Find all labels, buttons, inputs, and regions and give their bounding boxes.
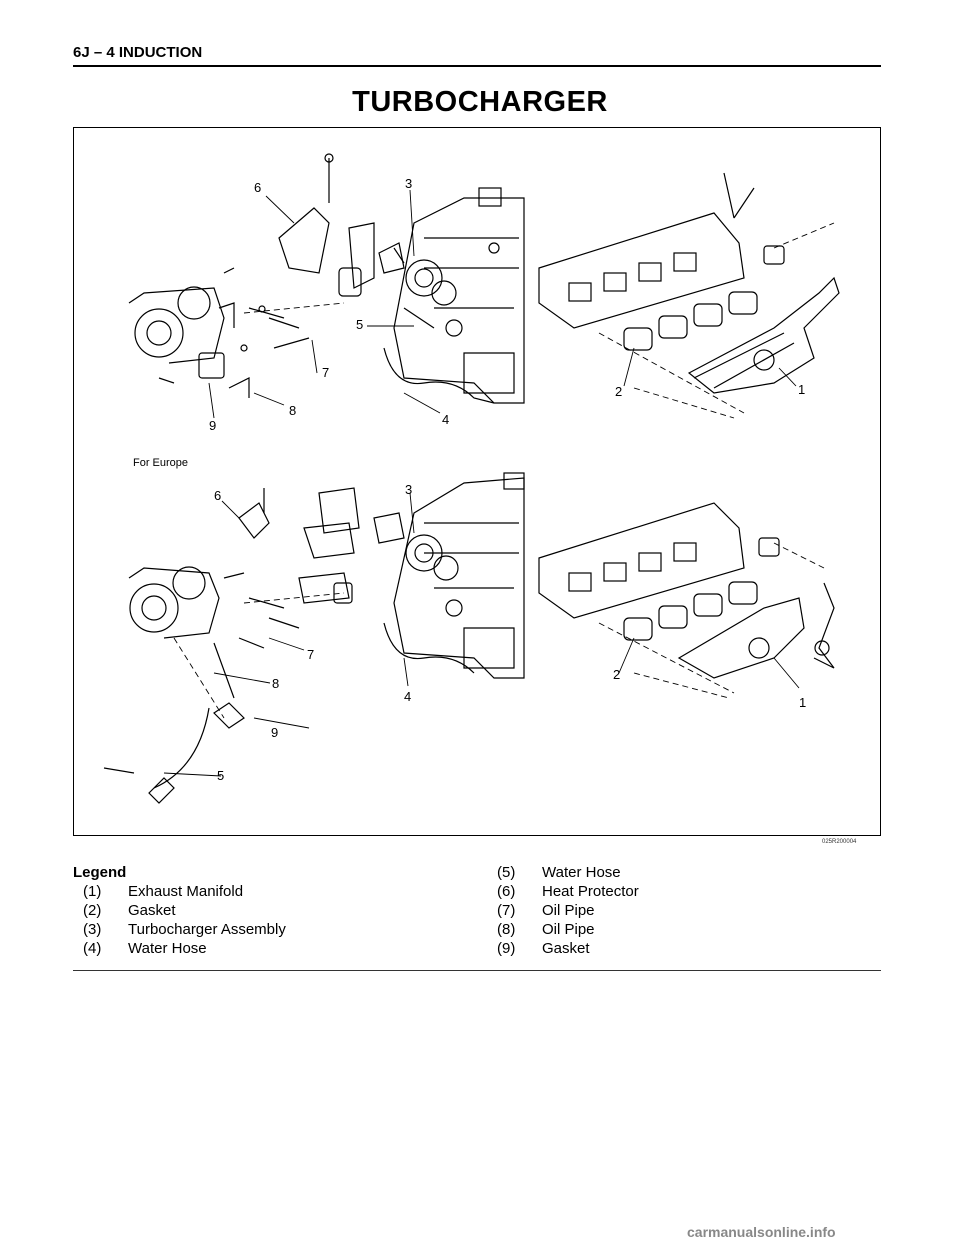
water-hose-top	[383, 347, 495, 404]
callout-7-bottom: 7	[307, 647, 315, 662]
callout-5-bottom: 5	[217, 768, 225, 783]
callout-8-bottom: 8	[272, 676, 280, 691]
legend-item: (5) Water Hose	[497, 863, 639, 882]
legend-label: Oil Pipe	[542, 902, 595, 919]
watermark: carmanualsonline.info	[687, 1224, 836, 1240]
callout-leaders-bottom	[163, 492, 800, 777]
turbocharger-bottom	[405, 534, 459, 581]
legend-title: Legend	[73, 864, 127, 881]
callout-3-top: 3	[405, 176, 413, 191]
exhaust-manifold-bottom	[677, 582, 835, 679]
legend-number: (4)	[83, 940, 102, 957]
turbo-assembly-left-top	[128, 267, 235, 379]
gasket-set-top	[623, 245, 785, 351]
legend-number: (8)	[497, 921, 516, 938]
legend-right-column: (5) Water Hose (6) Heat Protector (7) Oi…	[497, 863, 639, 958]
page-header: 6J – 4 INDUCTION	[73, 44, 203, 61]
fittings-top	[158, 305, 310, 398]
legend-number: (6)	[497, 883, 516, 900]
callout-6-top: 6	[254, 180, 262, 195]
gasket-set-bottom	[623, 537, 780, 641]
heat-protector-bottom	[238, 488, 270, 539]
legend-number: (5)	[497, 864, 516, 881]
legend-label: Water Hose	[542, 864, 621, 881]
legend-item: (8) Oil Pipe	[497, 920, 639, 939]
legend-label: Heat Protector	[542, 883, 639, 900]
callout-7-top: 7	[322, 365, 330, 380]
engine-block-top	[393, 187, 525, 404]
callout-2-bottom: 2	[613, 667, 621, 682]
legend-item: (9) Gasket	[497, 939, 639, 958]
callout-leaders-top	[208, 189, 797, 419]
legend-number: (3)	[83, 921, 102, 938]
cylinder-head-top	[538, 172, 755, 329]
callout-4-bottom: 4	[404, 689, 412, 704]
turbo-parts-top	[338, 222, 405, 297]
legend-item: (4) Water Hose	[73, 939, 286, 958]
callout-1-bottom: 1	[799, 695, 807, 710]
callout-5-top: 5	[356, 317, 364, 332]
callout-4-top: 4	[442, 412, 450, 427]
legend-label: Oil Pipe	[542, 921, 595, 938]
exploded-view-figure: 6 3 5 7 8 9 4 2 1 For Europe 6 3 7 8 9 5…	[73, 127, 881, 836]
footer-rule	[73, 970, 881, 971]
turbo-assembly-left-bottom	[128, 566, 245, 639]
exhaust-manifold-top	[687, 276, 840, 394]
callout-9-top: 9	[209, 418, 217, 433]
guide-lines-bottom	[173, 542, 825, 719]
guide-lines-top	[243, 222, 835, 419]
heat-protector-top	[278, 153, 334, 274]
callout-6-bottom: 6	[214, 488, 222, 503]
cylinder-head-bottom	[538, 502, 745, 619]
callout-1-top: 1	[798, 382, 806, 397]
engine-block-bottom	[393, 472, 525, 679]
legend-number: (2)	[83, 902, 102, 919]
callout-9-bottom: 9	[271, 725, 279, 740]
legend-label: Gasket	[128, 902, 176, 919]
turbocharger-top	[393, 247, 457, 329]
fittings-bottom	[103, 597, 300, 804]
legend-item: (1) Exhaust Manifold	[73, 882, 286, 901]
water-hose-bottom	[383, 622, 475, 674]
legend-label: Water Hose	[128, 940, 207, 957]
exploded-view-drawing	[103, 153, 840, 804]
legend-number: (7)	[497, 902, 516, 919]
legend-left-column: Legend (1) Exhaust Manifold (2) Gasket (…	[73, 863, 286, 958]
legend-label: Gasket	[542, 940, 590, 957]
for-europe-label: For Europe	[133, 457, 189, 469]
callout-3-bottom: 3	[405, 482, 413, 497]
legend-label: Turbocharger Assembly	[128, 921, 286, 938]
legend-number: (9)	[497, 940, 516, 957]
legend-number: (1)	[83, 883, 102, 900]
page-title: TURBOCHARGER	[352, 86, 608, 118]
legend-item: (6) Heat Protector	[497, 882, 639, 901]
legend-item: (3) Turbocharger Assembly	[73, 920, 286, 939]
figure-code: 025R200004	[822, 839, 857, 845]
turbo-parts-bottom	[298, 487, 405, 604]
legend-label: Exhaust Manifold	[128, 883, 244, 900]
callout-8-top: 8	[289, 403, 297, 418]
callout-2-top: 2	[615, 384, 623, 399]
legend-item: (7) Oil Pipe	[497, 901, 639, 920]
legend-item: (2) Gasket	[73, 901, 286, 920]
header-rule	[73, 65, 881, 67]
